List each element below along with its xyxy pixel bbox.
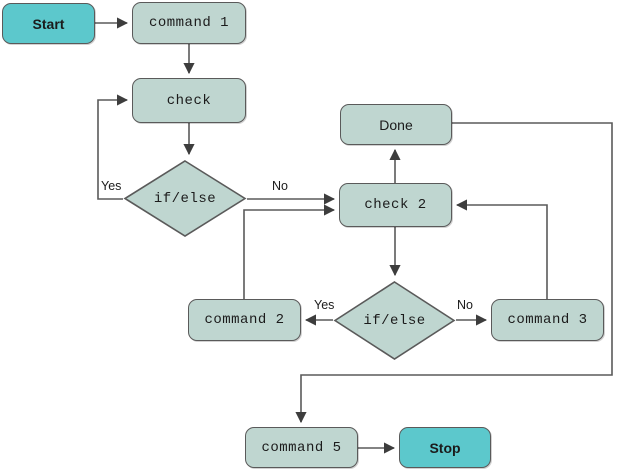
- edge-label-ifelse2-yes: Yes: [314, 298, 335, 312]
- node-command3[interactable]: command 3: [491, 299, 604, 341]
- node-start[interactable]: Start: [2, 3, 95, 44]
- node-start-label: Start: [32, 15, 65, 32]
- node-ifelse-1[interactable]: if/else: [123, 159, 247, 238]
- node-stop-label: Stop: [429, 439, 461, 456]
- node-stop[interactable]: Stop: [399, 427, 491, 468]
- node-command2[interactable]: command 2: [188, 299, 301, 341]
- edge-label-ifelse2-no: No: [457, 298, 473, 312]
- node-command1-label: command 1: [148, 15, 230, 31]
- node-command2-label: command 2: [204, 312, 285, 328]
- edge-command2-to-check2: [243, 204, 336, 299]
- edge-label-ifelse1-no: No: [272, 179, 288, 193]
- diamond-shape: [333, 281, 456, 360]
- node-command3-label: command 3: [507, 312, 588, 328]
- node-check2-label: check 2: [364, 197, 427, 213]
- node-ifelse-1-label: if/else: [153, 190, 217, 207]
- node-ifelse-2-label: if/else: [363, 312, 426, 329]
- node-check-label: check: [166, 92, 212, 109]
- edge-label-ifelse1-yes: Yes: [101, 179, 122, 193]
- diamond-shape: [123, 160, 247, 237]
- node-done[interactable]: Done: [340, 104, 452, 145]
- node-command1[interactable]: command 1: [132, 2, 246, 44]
- node-check2[interactable]: check 2: [339, 183, 452, 227]
- node-ifelse-2[interactable]: if/else: [333, 280, 456, 361]
- node-command5-label: command 5: [261, 439, 342, 456]
- node-done-label: Done: [379, 116, 413, 133]
- edge-command3-to-check2: [455, 199, 548, 299]
- node-check[interactable]: check: [132, 78, 246, 123]
- node-command5[interactable]: command 5: [245, 427, 358, 468]
- edge-done-to-command5: [295, 122, 613, 424]
